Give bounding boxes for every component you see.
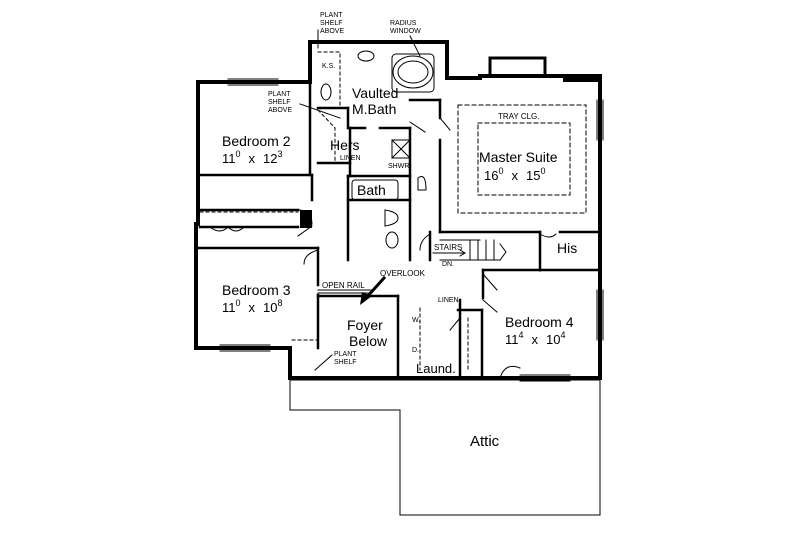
tray-label: TRAY CLG. xyxy=(498,112,540,121)
plant-shelf-left-1: PLANT xyxy=(268,91,291,98)
plant-shelf-bottom-2: SHELF xyxy=(334,359,357,366)
radius-window-1: RADIUS xyxy=(390,20,417,27)
linen-hers: LINEN xyxy=(340,155,361,162)
shwr-label: SHWR xyxy=(388,163,409,170)
washer-label: W. xyxy=(412,317,420,324)
plant-shelf-left-3: ABOVE xyxy=(268,107,292,114)
plant-shelf-top-2: SHELF xyxy=(320,20,343,27)
exterior-walls xyxy=(194,40,602,380)
foyer-line1: Foyer xyxy=(347,317,383,333)
overlook-label: OVERLOOK xyxy=(380,269,426,278)
plant-shelf-bottom-1: PLANT xyxy=(334,351,357,358)
his-label: His xyxy=(557,240,577,256)
duct-chase xyxy=(300,210,312,228)
plant-shelf-top-1: PLANT xyxy=(320,12,343,19)
bath-label: Bath xyxy=(357,182,386,198)
ks-label: K.S. xyxy=(322,63,335,70)
open-rail-label: OPEN RAIL xyxy=(322,281,365,290)
master-name: Master Suite xyxy=(479,149,558,165)
plant-shelf-top-3: ABOVE xyxy=(320,28,344,35)
radius-window-2: WINDOW xyxy=(390,28,421,35)
chimney xyxy=(488,56,547,78)
interior-details xyxy=(199,29,604,516)
plant-shelf-left-2: SHELF xyxy=(268,99,291,106)
dryer-label: D. xyxy=(412,347,419,354)
mbath-line1: Vaulted xyxy=(352,85,398,101)
bedroom2-name: Bedroom 2 xyxy=(222,133,291,149)
attic-label: Attic xyxy=(470,433,500,450)
bedroom3-name: Bedroom 3 xyxy=(222,282,291,298)
stairs-label: STAIRS xyxy=(434,243,462,252)
laund-label: Laund. xyxy=(416,361,456,376)
dn-label: DN. xyxy=(442,261,454,268)
overlook-arrow xyxy=(360,275,387,305)
interior-walls xyxy=(196,80,602,380)
mbath-line2: M.Bath xyxy=(352,101,396,117)
bedroom4-name: Bedroom 4 xyxy=(505,314,574,330)
linen-hall: LINEN xyxy=(438,297,459,304)
foyer-line2: Below xyxy=(349,333,388,349)
hers-label: Hers xyxy=(330,137,360,153)
